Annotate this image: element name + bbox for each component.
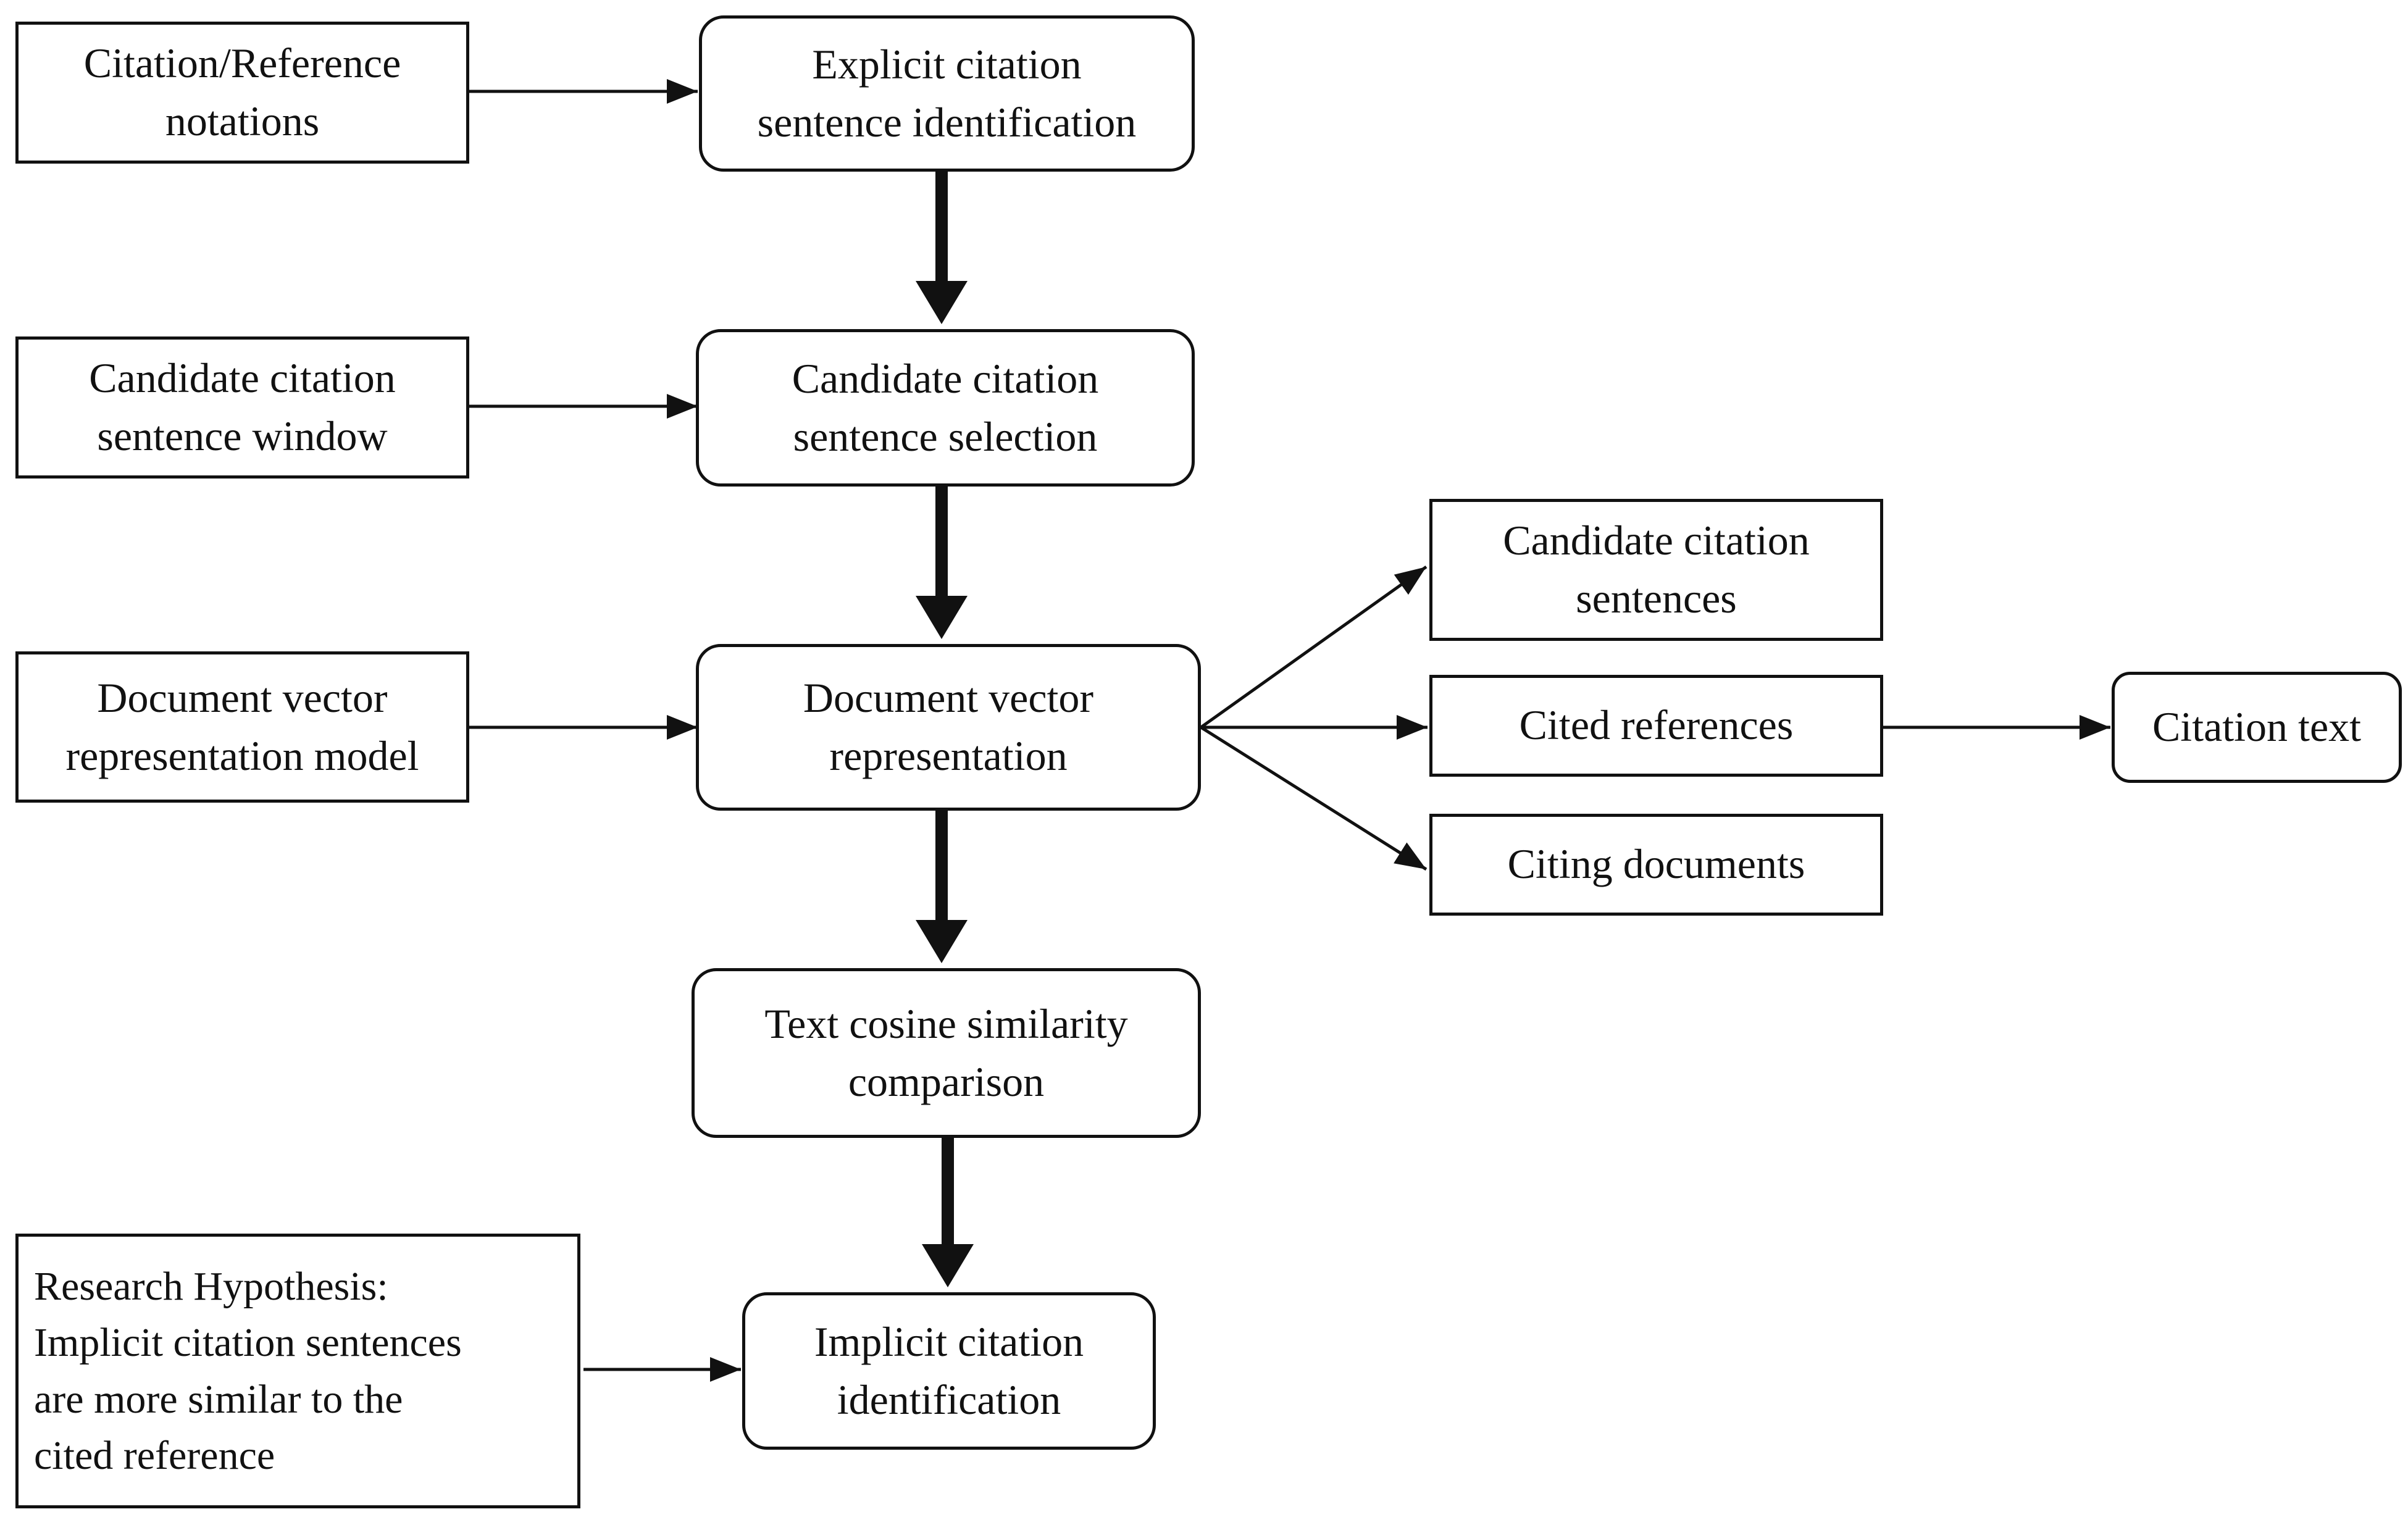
document-vector-representation-step: Document vector representation — [696, 644, 1201, 811]
citation-reference-notations-label: Citation/Reference notations — [83, 40, 401, 144]
arrow-representation-to-citing-documents — [1200, 725, 1428, 871]
citing-documents-label: Citing documents — [1507, 840, 1805, 887]
document-vector-model-box: Document vector representation model — [15, 651, 469, 803]
cited-references-box: Cited references — [1429, 675, 1883, 777]
candidate-citation-sentences-label: Candidate citation sentences — [1503, 517, 1810, 622]
citing-documents-box: Citing documents — [1429, 814, 1883, 916]
text-cosine-similarity-label: Text cosine similarity comparison — [764, 1000, 1128, 1105]
explicit-citation-identification-label: Explicit citation sentence identificatio… — [757, 40, 1137, 146]
cited-references-label: Cited references — [1519, 701, 1794, 748]
flow-arrow-selection-to-representation — [916, 487, 968, 639]
research-hypothesis-box: Research Hypothesis: Implicit citation s… — [15, 1234, 580, 1508]
citation-text-label: Citation text — [2152, 703, 2362, 751]
arrow-representation-to-candidate-sentences — [1200, 565, 1428, 729]
document-vector-representation-label: Document vector representation — [803, 674, 1094, 779]
text-cosine-similarity-step: Text cosine similarity comparison — [692, 968, 1201, 1138]
citation-reference-notations-box: Citation/Reference notations — [15, 22, 469, 164]
research-hypothesis-label: Research Hypothesis: Implicit citation s… — [34, 1264, 462, 1478]
candidate-citation-sentences-box: Candidate citation sentences — [1429, 499, 1883, 641]
citation-text-box: Citation text — [2112, 672, 2402, 783]
implicit-citation-identification-label: Implicit citation identification — [814, 1318, 1084, 1423]
candidate-sentence-window-label: Candidate citation sentence window — [89, 354, 396, 459]
implicit-citation-identification-step: Implicit citation identification — [742, 1292, 1156, 1450]
candidate-citation-selection-label: Candidate citation sentence selection — [792, 354, 1099, 460]
candidate-sentence-window-box: Candidate citation sentence window — [15, 336, 469, 479]
flow-arrow-similarity-to-implicit — [922, 1138, 974, 1287]
flow-arrow-representation-to-similarity — [916, 811, 968, 963]
explicit-citation-identification-step: Explicit citation sentence identificatio… — [699, 15, 1195, 172]
flow-arrow-explicit-to-selection — [916, 172, 968, 324]
document-vector-model-label: Document vector representation model — [65, 674, 419, 779]
candidate-citation-selection-step: Candidate citation sentence selection — [696, 329, 1195, 487]
